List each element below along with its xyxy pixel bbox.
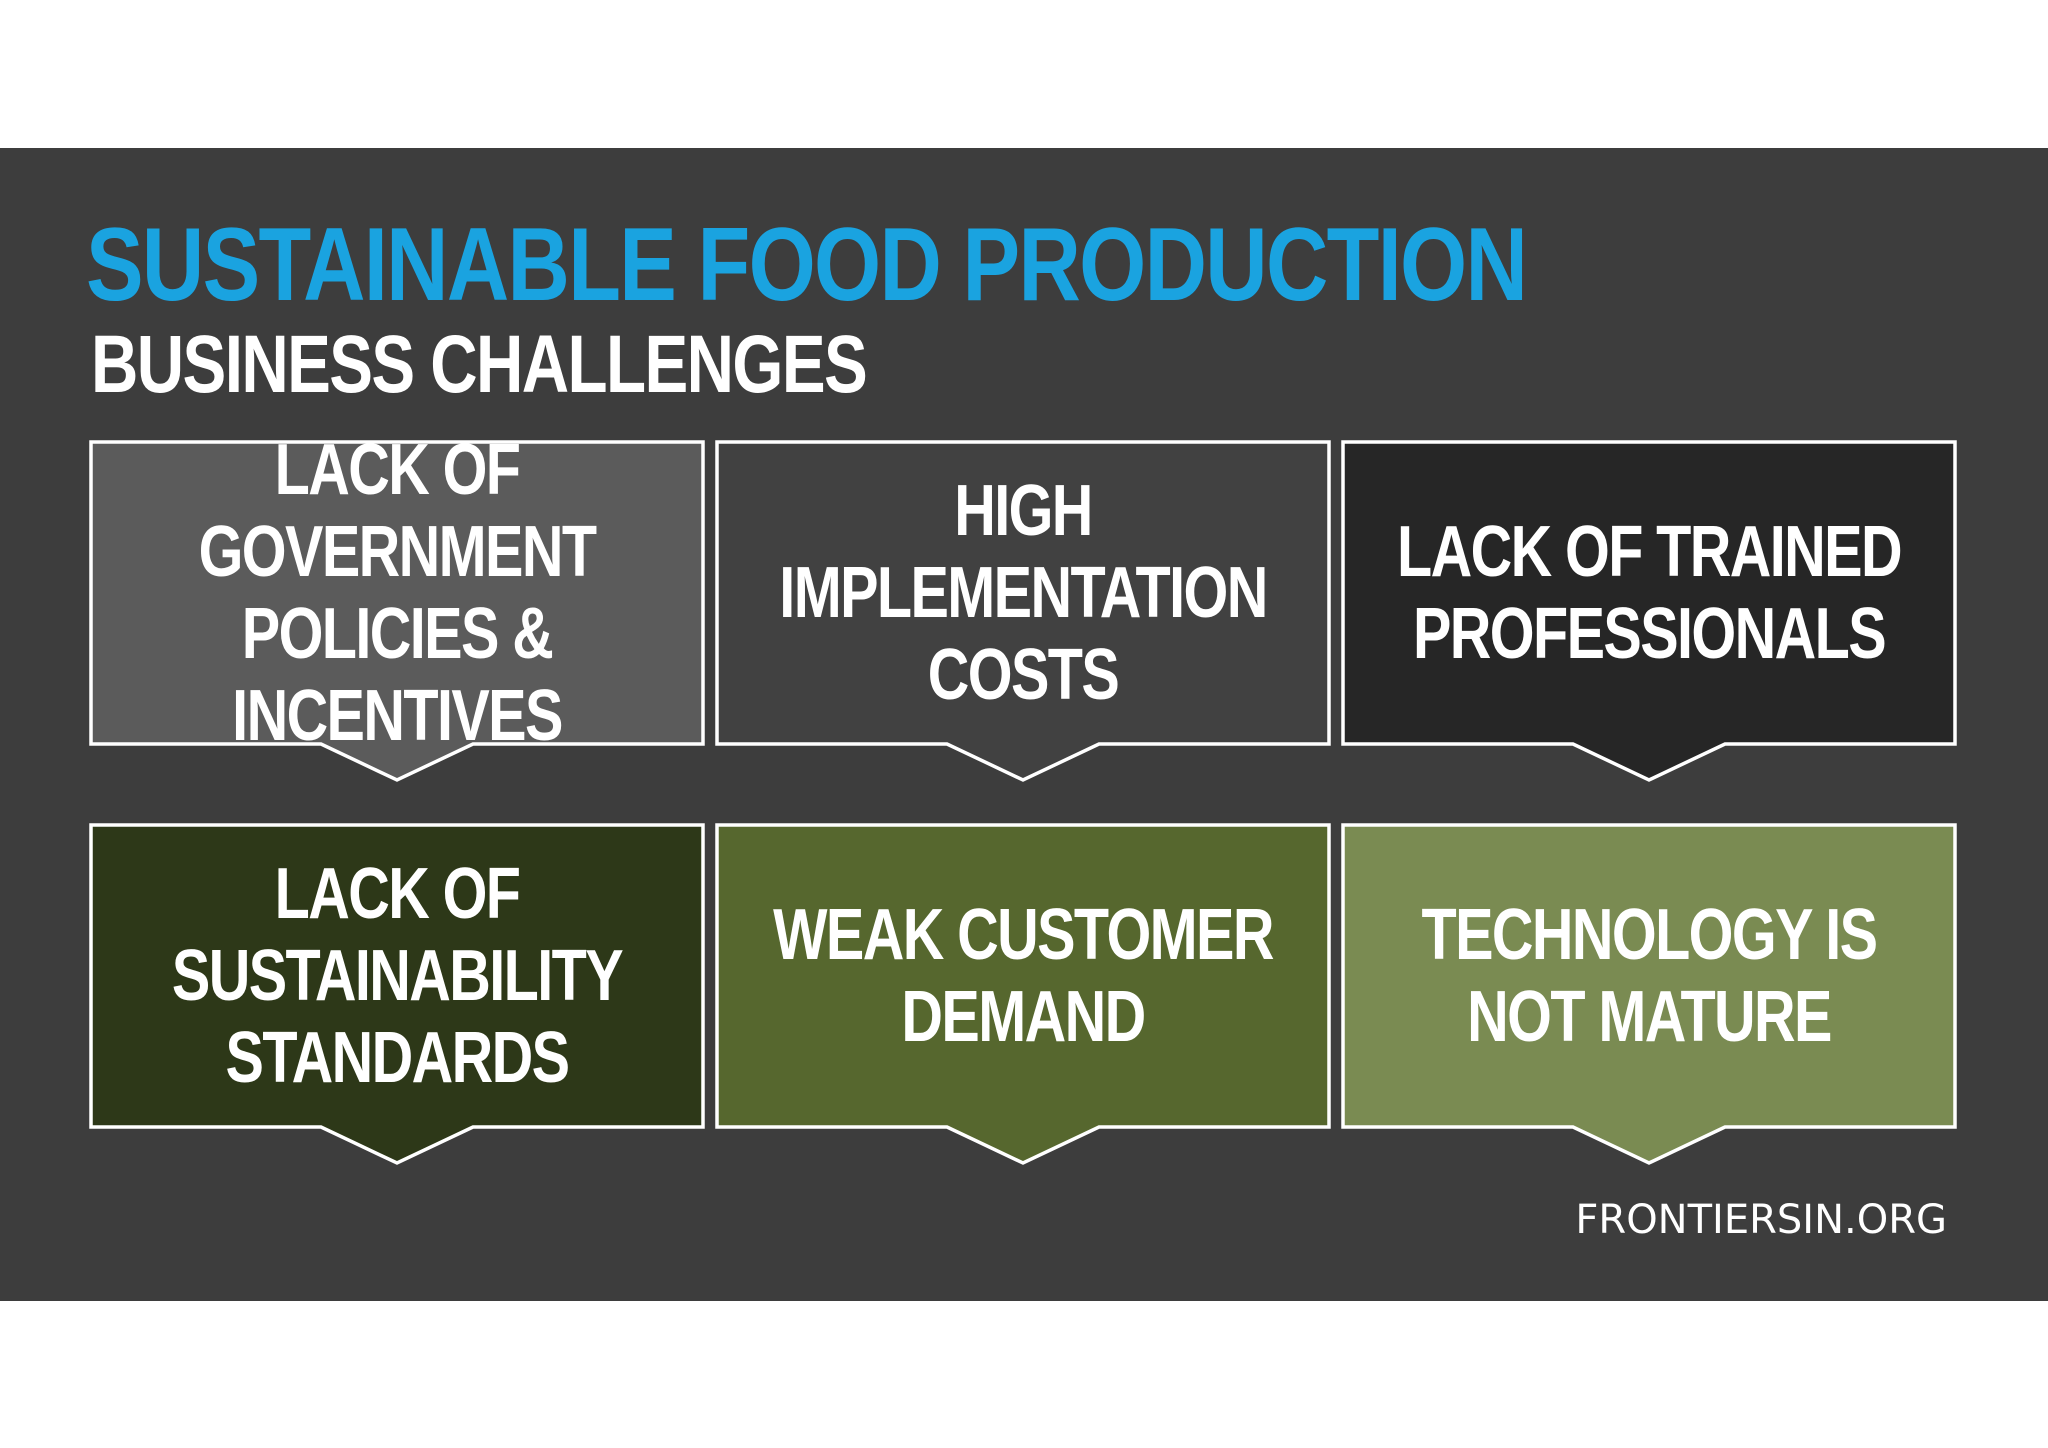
- card-label: TECHNOLOGY IS NOT MATURE: [1421, 895, 1879, 1057]
- card-label: LACK OF GOVERNMENT POLICIES & INCENTIVES: [198, 430, 597, 756]
- card-shape-trained-professionals: [1341, 440, 1957, 782]
- card-shape-customer-demand: [715, 823, 1331, 1165]
- card-implementation-costs: HIGH IMPLEMENTATION COSTS: [717, 442, 1329, 744]
- card-technology-maturity: TECHNOLOGY IS NOT MATURE: [1343, 825, 1955, 1127]
- card-sustainability-standards: LACK OF SUSTAINABILITY STANDARDS: [91, 825, 703, 1127]
- page-subtitle: BUSINESS CHALLENGES: [91, 319, 868, 410]
- card-label: LACK OF SUSTAINABILITY STANDARDS: [171, 854, 624, 1098]
- card-label: WEAK CUSTOMER DEMAND: [773, 895, 1274, 1057]
- card-government-policies: LACK OF GOVERNMENT POLICIES & INCENTIVES: [91, 430, 703, 756]
- card-shape-implementation-costs: [715, 440, 1331, 782]
- card-shape-sustainability-standards: [89, 823, 705, 1165]
- card-customer-demand: WEAK CUSTOMER DEMAND: [717, 825, 1329, 1127]
- card-label: LACK OF TRAINED PROFESSIONALS: [1397, 512, 1903, 674]
- card-shape-technology-maturity: [1341, 823, 1957, 1165]
- card-shape-government-policies: [89, 440, 705, 782]
- card-trained-professionals: LACK OF TRAINED PROFESSIONALS: [1343, 442, 1955, 744]
- card-label: HIGH IMPLEMENTATION COSTS: [779, 471, 1268, 715]
- source-credit: FRONTIERSIN.ORG: [1575, 1197, 1947, 1243]
- page-title: SUSTAINABLE FOOD PRODUCTION: [86, 207, 1528, 323]
